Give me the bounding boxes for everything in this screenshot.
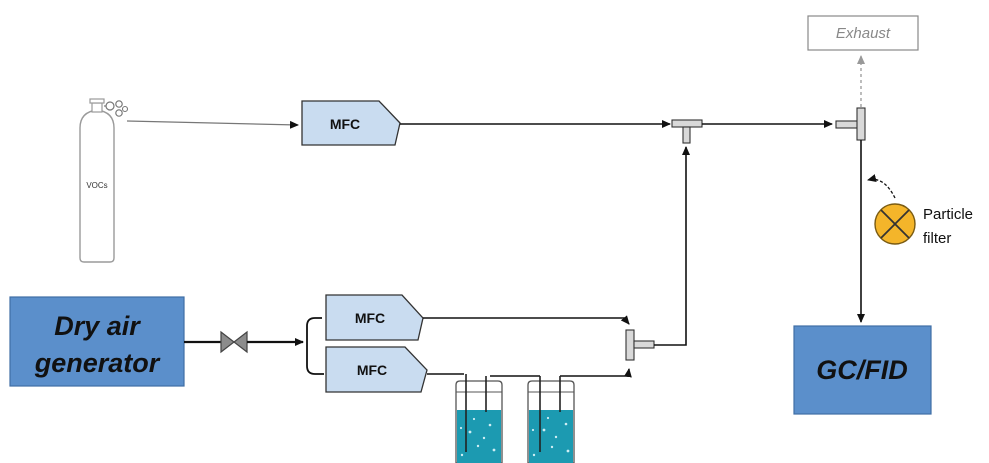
particle-filter-pointer — [867, 174, 896, 199]
mfc-bottom: MFC — [325, 346, 428, 393]
tee-connector-bottom — [625, 329, 655, 361]
particle-filter-icon — [874, 203, 916, 245]
dry-air-label-line1: Dry air — [54, 311, 141, 341]
mfc-middle-label: MFC — [355, 310, 385, 326]
bottom-tee-to-top-tee-line — [654, 146, 690, 346]
voc-gas-cylinder: VOCs — [79, 98, 129, 263]
mfc-middle-to-tee-line — [423, 315, 630, 325]
tee-connector-exhaust — [835, 107, 866, 141]
particle-filter-label-line2: filter — [923, 230, 951, 247]
valve-icon — [220, 330, 248, 354]
bottle2-to-tee-line — [560, 368, 632, 378]
gc-fid-box: GC/FID — [793, 325, 932, 415]
mfc-bottom-shape — [325, 346, 428, 393]
mfc-middle-shape — [325, 294, 424, 341]
mfc-top-label: MFC — [330, 116, 360, 132]
mfc-top: MFC — [301, 100, 401, 146]
bubbler-bottle-2 — [527, 376, 575, 463]
bubbler-bottle-1 — [455, 374, 503, 463]
exhaust-label: Exhaust — [836, 25, 891, 42]
mfc-middle: MFC — [325, 294, 424, 341]
cylinder-label: VOCs — [86, 181, 107, 190]
splitter-branch-lines — [306, 317, 324, 375]
mfc-bottom-label: MFC — [357, 362, 387, 378]
cylinder-to-mfc-line — [126, 120, 299, 129]
exhaust-box: Exhaust — [807, 15, 919, 51]
tee-connector-top — [671, 119, 703, 144]
cylinder-regulator-icon — [104, 100, 129, 117]
mfc-top-shape — [301, 100, 401, 146]
dry-air-generator-box: Dry air generator — [9, 296, 185, 387]
gc-fid-label: GC/FID — [816, 355, 908, 385]
particle-filter: Particle filter — [867, 174, 973, 247]
dry-air-label-line2: generator — [34, 348, 161, 378]
particle-filter-label-line1: Particle — [923, 206, 973, 223]
